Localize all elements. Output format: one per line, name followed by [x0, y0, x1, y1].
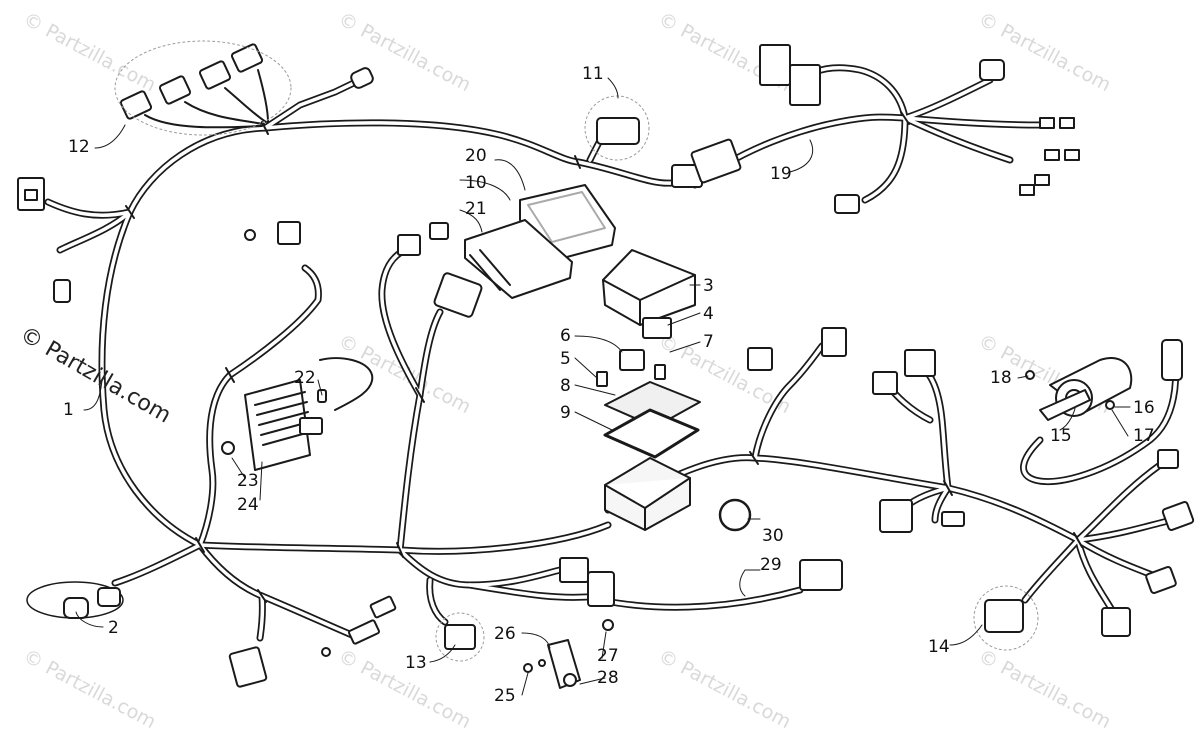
- callout-28: 28: [597, 668, 619, 688]
- callout-25: 25: [494, 686, 516, 706]
- callout-24: 24: [237, 495, 259, 515]
- voltage-regulator: [221, 357, 374, 471]
- main-harness-cable-inner: [46, 66, 1178, 640]
- callout-3: 3: [703, 276, 714, 296]
- callout-26: 26: [494, 624, 516, 644]
- callout-20: 20: [465, 146, 487, 166]
- callout-circle-13: [435, 612, 485, 662]
- callout-circle-11: [584, 95, 650, 161]
- callout-5: 5: [560, 349, 571, 369]
- callout-6: 6: [560, 326, 571, 346]
- callout-11: 11: [582, 64, 604, 84]
- callout-23: 23: [237, 471, 259, 491]
- callout-4: 4: [703, 304, 714, 324]
- connector-group-12: [119, 43, 269, 129]
- callout-circle-14: [973, 585, 1039, 651]
- callout-17: 17: [1133, 426, 1155, 446]
- callout-7: 7: [703, 332, 714, 352]
- callout-27: 27: [597, 646, 619, 666]
- callout-22: 22: [294, 368, 316, 388]
- callout-30: 30: [762, 526, 784, 546]
- callout-16: 16: [1133, 398, 1155, 418]
- callout-15: 15: [1050, 426, 1072, 446]
- callout-1: 1: [63, 400, 74, 420]
- fuse-block: [604, 457, 691, 531]
- brake-switch: [523, 619, 614, 689]
- callout-9: 9: [560, 403, 571, 423]
- callout-circle-12: [114, 40, 292, 136]
- ecu-module: [464, 184, 616, 299]
- callout-14: 14: [928, 637, 950, 657]
- connectors: [17, 40, 1195, 689]
- callout-2: 2: [108, 618, 119, 638]
- callout-19: 19: [770, 164, 792, 184]
- callout-13: 13: [405, 653, 427, 673]
- fuse-box-lid: [602, 249, 696, 339]
- cable-bands: [125, 111, 1083, 603]
- callout-29: 29: [760, 555, 782, 575]
- callout-8: 8: [560, 376, 571, 396]
- horn-assembly: [1039, 357, 1133, 421]
- leader-lines: [75, 77, 1131, 696]
- callout-18: 18: [990, 368, 1012, 388]
- callout-21: 21: [465, 199, 487, 219]
- callout-12: 12: [68, 137, 90, 157]
- main-harness-cable: [44, 64, 1180, 642]
- callout-10: 10: [465, 173, 487, 193]
